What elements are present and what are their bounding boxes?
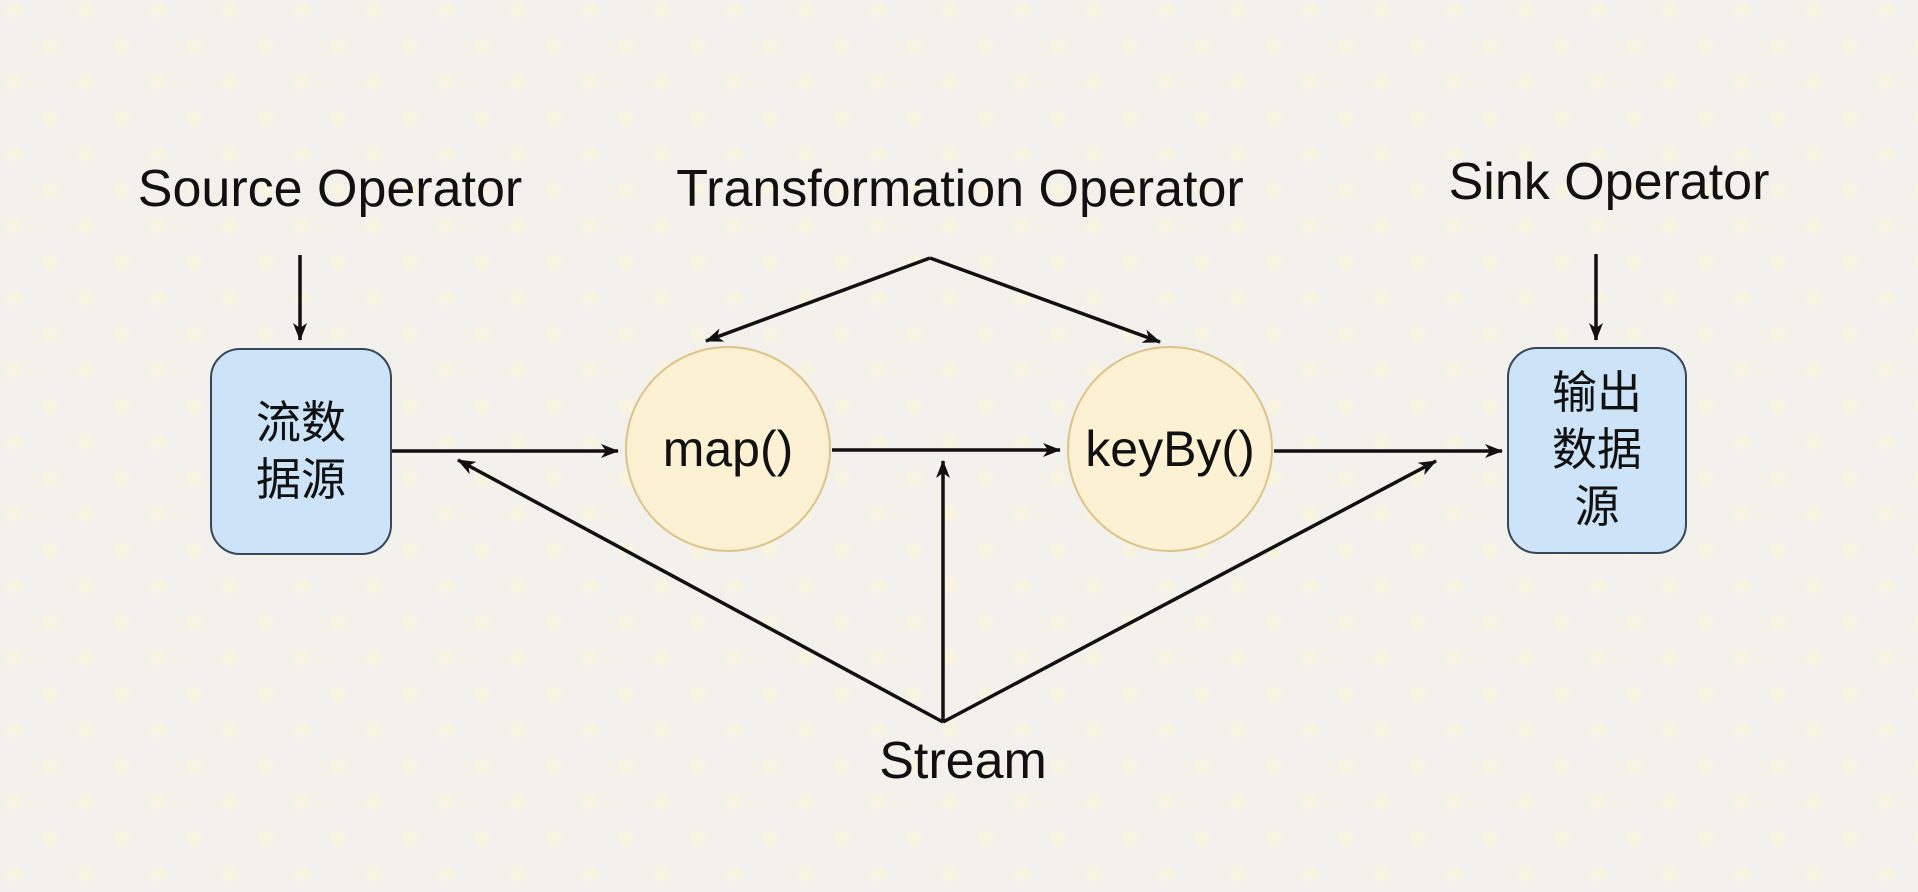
arrow-stream-to-source-map-edge <box>457 458 944 724</box>
arrow-transformation-to-map <box>705 256 931 343</box>
transformation-operator-label: Transformation Operator <box>676 160 1244 218</box>
sink-data-node-label: 输出 数据 源 <box>1551 367 1642 532</box>
stream-label: Stream <box>879 732 1047 790</box>
sink-data-node: 输出 数据 源 <box>1507 347 1687 554</box>
source-operator-label: Source Operator <box>137 160 523 218</box>
source-data-node-label: 流数 据源 <box>255 396 346 505</box>
map-operator-node: map() <box>625 346 831 552</box>
source-data-node: 流数 据源 <box>210 348 392 555</box>
sink-operator-label: Sink Operator <box>1448 153 1770 211</box>
arrow-stream-to-keyby-sink-edge <box>942 459 1437 724</box>
map-operator-node-label: map() <box>662 421 794 477</box>
arrow-transformation-to-keyby <box>929 256 1161 344</box>
keyby-operator-node: keyBy() <box>1067 346 1273 552</box>
keyby-operator-node-label: keyBy() <box>1085 421 1255 477</box>
